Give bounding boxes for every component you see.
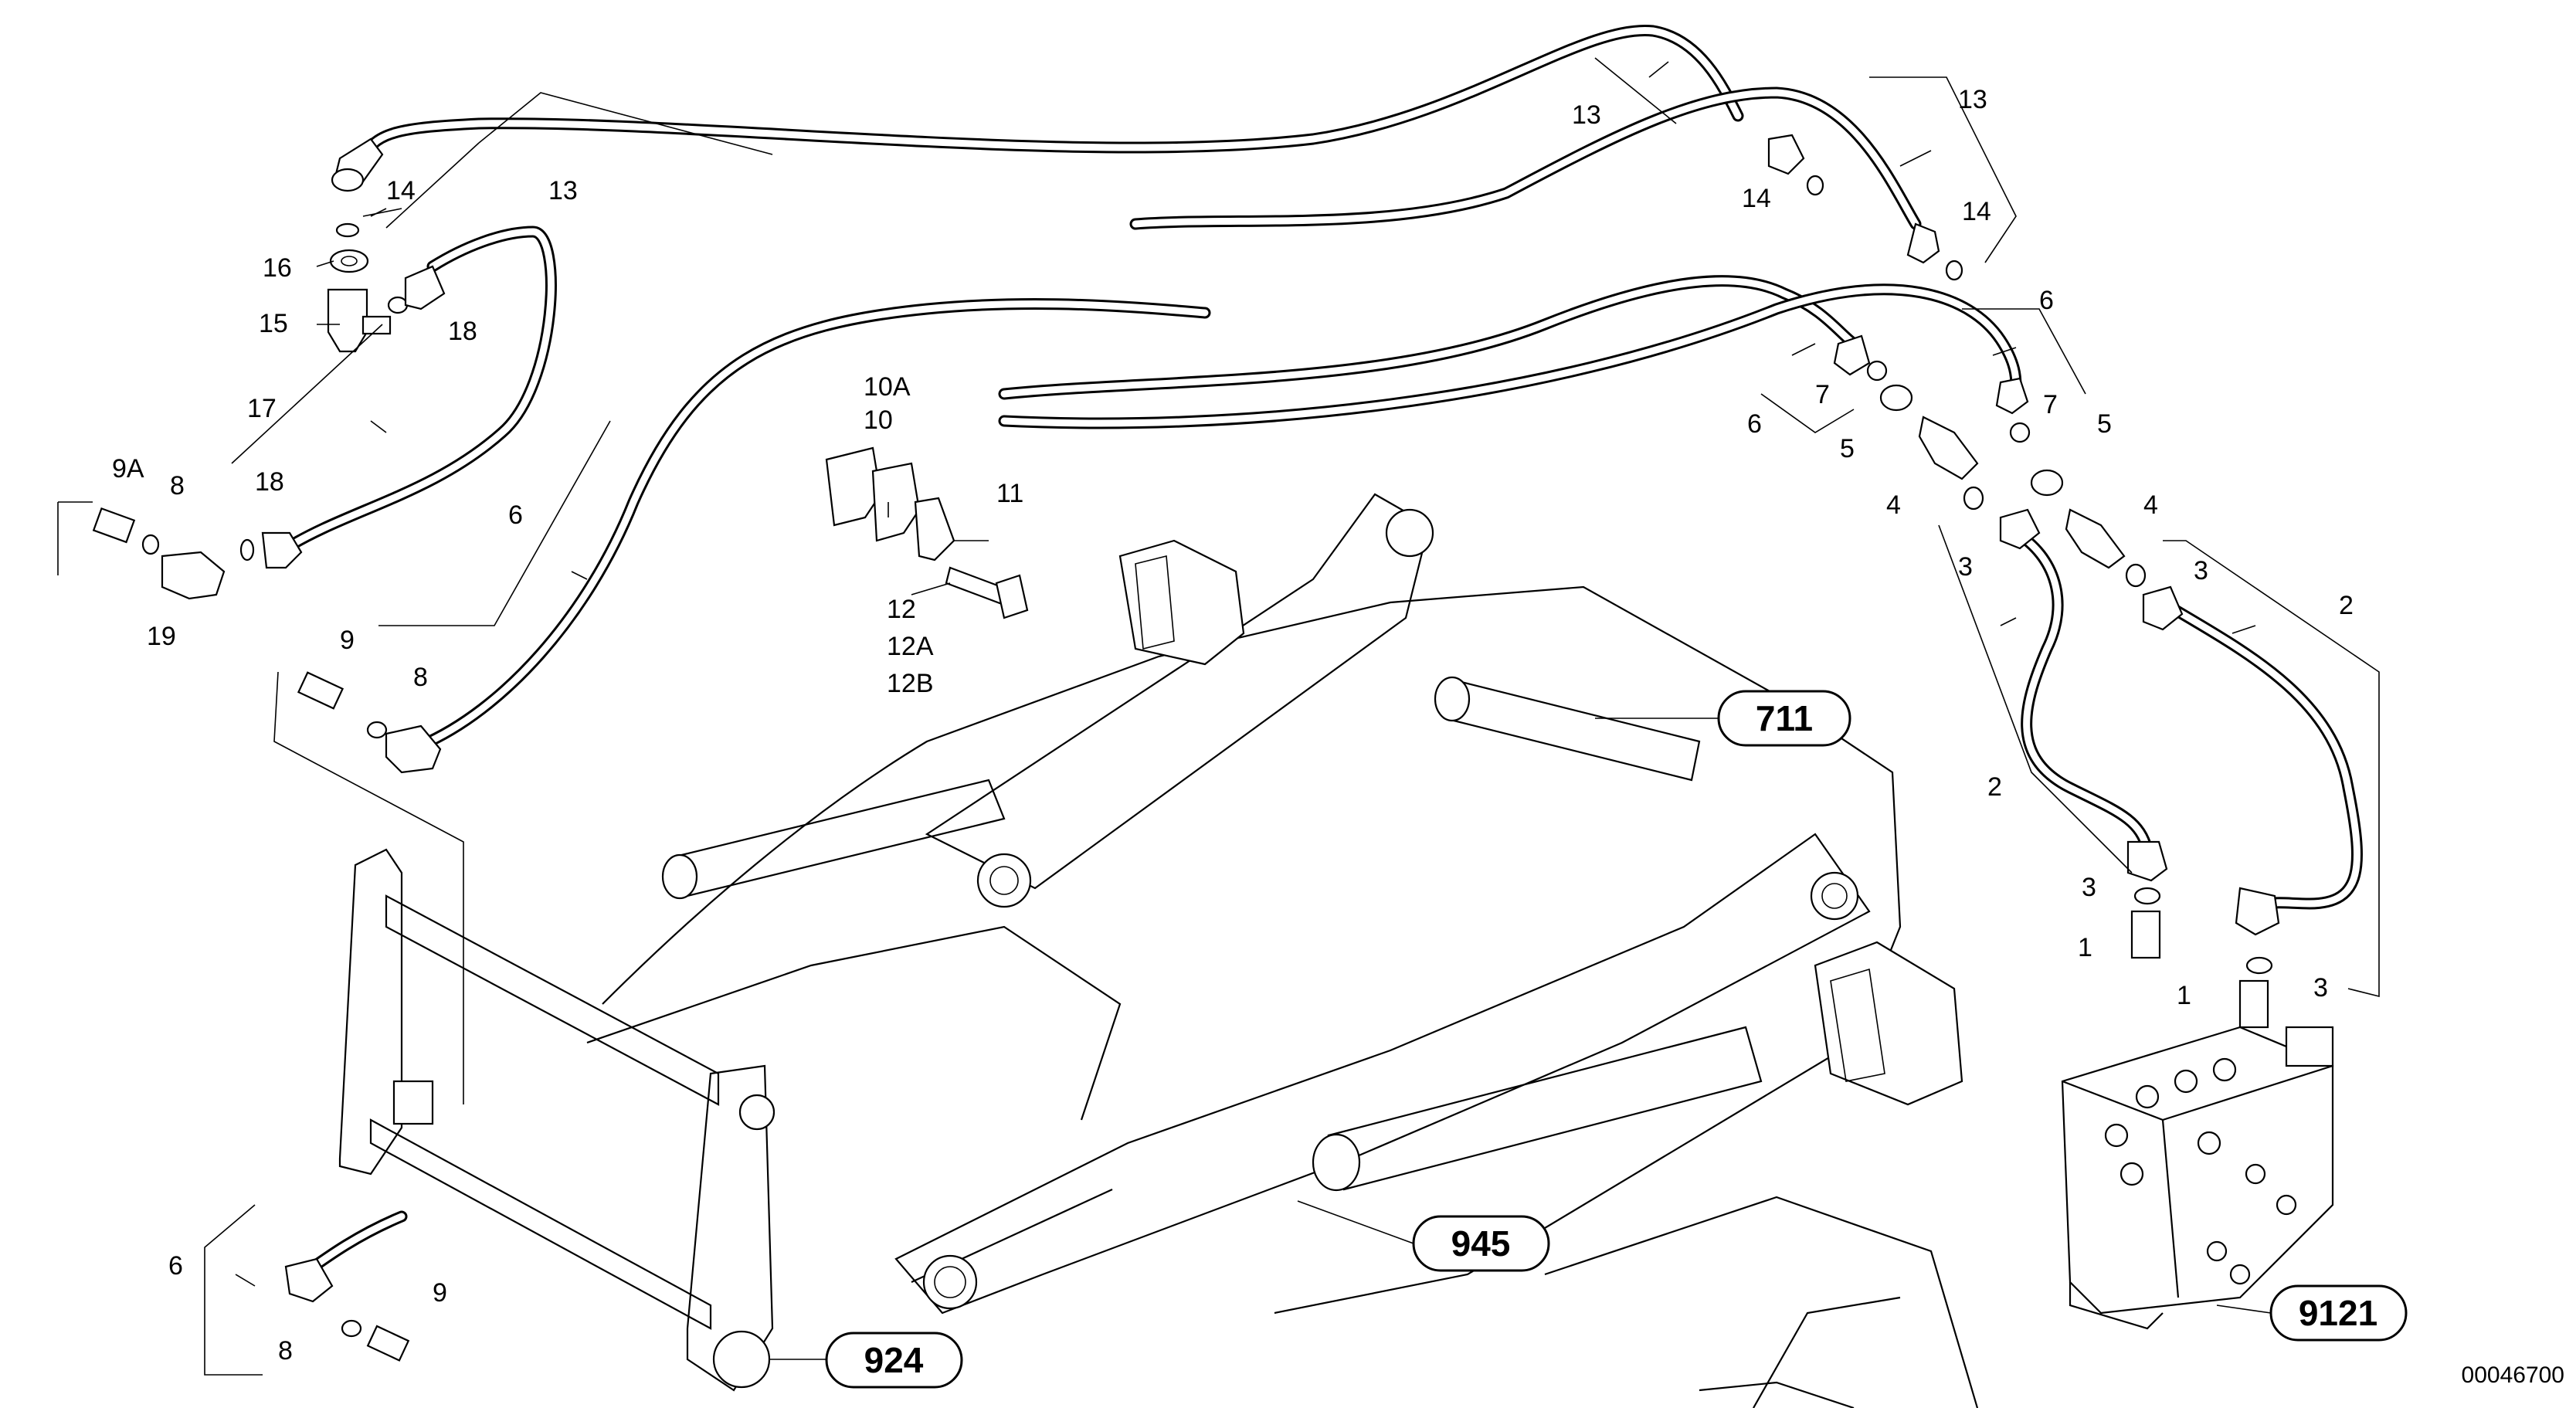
label-18: 18 — [255, 467, 284, 497]
callout-945-label: 945 — [1451, 1223, 1511, 1264]
label-9: 9 — [433, 1278, 447, 1308]
callout-711[interactable]: 711 — [1717, 690, 1851, 747]
callout-924[interactable]: 924 — [825, 1332, 963, 1389]
label-10: 10 — [864, 405, 893, 435]
callout-711-label: 711 — [1756, 698, 1813, 738]
label-14: 14 — [1742, 184, 1771, 213]
label-2: 2 — [1987, 772, 2002, 802]
label-13: 13 — [1572, 100, 1601, 130]
label-6: 6 — [168, 1251, 183, 1281]
label-9A: 9A — [112, 454, 144, 483]
label-3: 3 — [2082, 873, 2096, 902]
hose-2-left — [2010, 527, 2153, 856]
label-3: 3 — [2313, 973, 2328, 1003]
label-12B: 12B — [887, 669, 934, 698]
hose-17 — [280, 226, 557, 555]
label-19: 19 — [147, 622, 176, 651]
leader-lines — [57, 57, 2380, 1376]
label-7: 7 — [1815, 380, 1830, 409]
label-18: 18 — [448, 317, 477, 346]
callout-9121-label: 9121 — [2299, 1293, 2377, 1333]
label-11: 11 — [996, 479, 1023, 508]
label-4: 4 — [2143, 490, 2158, 520]
label-12A: 12A — [887, 632, 934, 661]
hose-group-13-mid — [1129, 87, 1922, 230]
callout-924-label: 924 — [864, 1340, 924, 1380]
part-labels: 13 13 13 14 14 14 16 15 18 17 9A 8 18 19… — [112, 85, 2354, 1366]
clamp-assembly — [825, 446, 1029, 619]
label-14: 14 — [1962, 197, 1991, 226]
hose-6-left — [415, 298, 1211, 751]
label-8: 8 — [413, 663, 428, 692]
label-8: 8 — [278, 1336, 293, 1366]
fittings — [92, 134, 2280, 1362]
label-6: 6 — [508, 500, 523, 530]
callout-945[interactable]: 945 — [1412, 1215, 1550, 1272]
label-2: 2 — [2339, 591, 2354, 620]
label-15: 15 — [259, 309, 288, 338]
hose-group-13-top — [357, 24, 1744, 168]
hose-group-6-lower — [998, 283, 2022, 429]
callout-9121[interactable]: 9121 — [2269, 1284, 2408, 1342]
hose-2-right — [2157, 596, 2363, 914]
valve-block — [2061, 1026, 2334, 1330]
label-6: 6 — [2039, 286, 2054, 315]
label-17: 17 — [247, 394, 277, 423]
label-13: 13 — [548, 176, 578, 205]
label-3: 3 — [1958, 552, 1973, 582]
label-1: 1 — [2078, 933, 2092, 962]
label-12: 12 — [887, 595, 916, 624]
drawing-number: 00046700 — [2462, 1362, 2564, 1388]
label-4: 4 — [1886, 490, 1901, 520]
label-1: 1 — [2177, 981, 2191, 1010]
label-7: 7 — [2043, 390, 2058, 419]
hose-group-6-mid — [998, 275, 1860, 400]
label-8: 8 — [170, 471, 185, 500]
label-9: 9 — [340, 626, 355, 655]
label-10A: 10A — [864, 372, 911, 402]
label-6: 6 — [1747, 409, 1762, 439]
label-14: 14 — [386, 176, 416, 205]
label-3: 3 — [2194, 556, 2208, 585]
label-16: 16 — [263, 253, 292, 283]
label-13: 13 — [1958, 85, 1987, 114]
label-5: 5 — [1840, 434, 1855, 463]
label-5: 5 — [2097, 409, 2112, 439]
loader-frame — [338, 493, 1979, 1408]
